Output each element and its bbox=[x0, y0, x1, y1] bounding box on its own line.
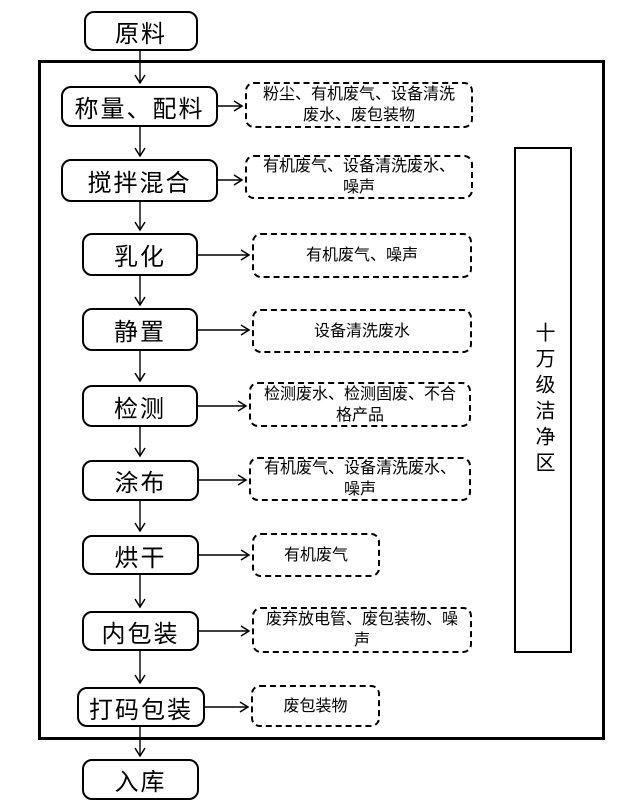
node-step-coating: 涂布 bbox=[82, 460, 199, 501]
waste-box-inner-packing: 废弃放电管、废包装物、噪声 bbox=[252, 607, 472, 653]
clean-zone-label: 十万级洁净区 bbox=[532, 322, 554, 478]
node-raw-material-label: 原料 bbox=[115, 21, 167, 48]
node-step-emulsify: 乳化 bbox=[82, 233, 198, 276]
node-step-inner-packing: 内包装 bbox=[82, 611, 199, 651]
node-step-mixing: 搅拌混合 bbox=[61, 159, 218, 202]
node-step-code-packing-label: 打码包装 bbox=[89, 697, 193, 724]
waste-box-coating: 有机废气、设备清洗废水、噪声 bbox=[249, 457, 471, 501]
node-raw-material: 原料 bbox=[84, 11, 198, 51]
waste-box-coating-label: 有机废气、设备清洗废水、噪声 bbox=[263, 460, 456, 498]
waste-box-settle-label: 设备清洗废水 bbox=[313, 322, 410, 340]
waste-box-mixing-label: 有机废气、设备清洗废水、噪声 bbox=[262, 158, 455, 196]
node-step-testing: 检测 bbox=[82, 385, 198, 427]
waste-box-settle: 设备清洗废水 bbox=[252, 309, 472, 353]
node-step-settle: 静置 bbox=[82, 308, 198, 351]
waste-box-testing: 检测废水、检测固废、不合格产品 bbox=[249, 382, 471, 427]
node-step-settle-label: 静置 bbox=[114, 320, 166, 346]
workshop-boundary-box bbox=[38, 60, 605, 740]
waste-box-weighing-label: 粉尘、有机废气、设备清洗废水、废包装物 bbox=[262, 86, 455, 124]
node-step-drying: 烘干 bbox=[82, 535, 199, 575]
waste-box-weighing: 粉尘、有机废气、设备清洗废水、废包装物 bbox=[245, 82, 473, 128]
node-step-emulsify-label: 乳化 bbox=[114, 245, 166, 271]
node-storage-label: 入库 bbox=[114, 770, 167, 796]
node-step-weighing: 称量、配料 bbox=[61, 86, 218, 127]
node-step-code-packing: 打码包装 bbox=[77, 687, 205, 727]
waste-box-drying-label: 有机废气 bbox=[283, 546, 348, 564]
waste-box-emulsify: 有机废气、噪声 bbox=[252, 233, 472, 278]
node-step-drying-label: 烘干 bbox=[114, 545, 167, 572]
waste-box-emulsify-label: 有机废气、噪声 bbox=[305, 247, 418, 264]
waste-box-testing-label: 检测废水、检测固废、不合格产品 bbox=[263, 385, 456, 424]
node-step-weighing-label: 称量、配料 bbox=[74, 97, 205, 123]
waste-box-code-packing-label: 废包装物 bbox=[283, 697, 348, 715]
waste-box-mixing: 有机废气、设备清洗废水、噪声 bbox=[245, 155, 473, 199]
node-step-testing-label: 检测 bbox=[114, 396, 166, 423]
node-step-coating-label: 涂布 bbox=[114, 471, 167, 497]
clean-zone-box: 十万级洁净区 bbox=[514, 147, 572, 653]
node-step-mixing-label: 搅拌混合 bbox=[87, 171, 192, 197]
waste-box-drying: 有机废气 bbox=[252, 533, 380, 577]
waste-box-code-packing: 废包装物 bbox=[251, 685, 380, 727]
waste-box-inner-packing-label: 废弃放电管、废包装物、噪声 bbox=[265, 611, 458, 649]
node-storage: 入库 bbox=[82, 759, 199, 800]
node-step-inner-packing-label: 内包装 bbox=[101, 621, 180, 648]
